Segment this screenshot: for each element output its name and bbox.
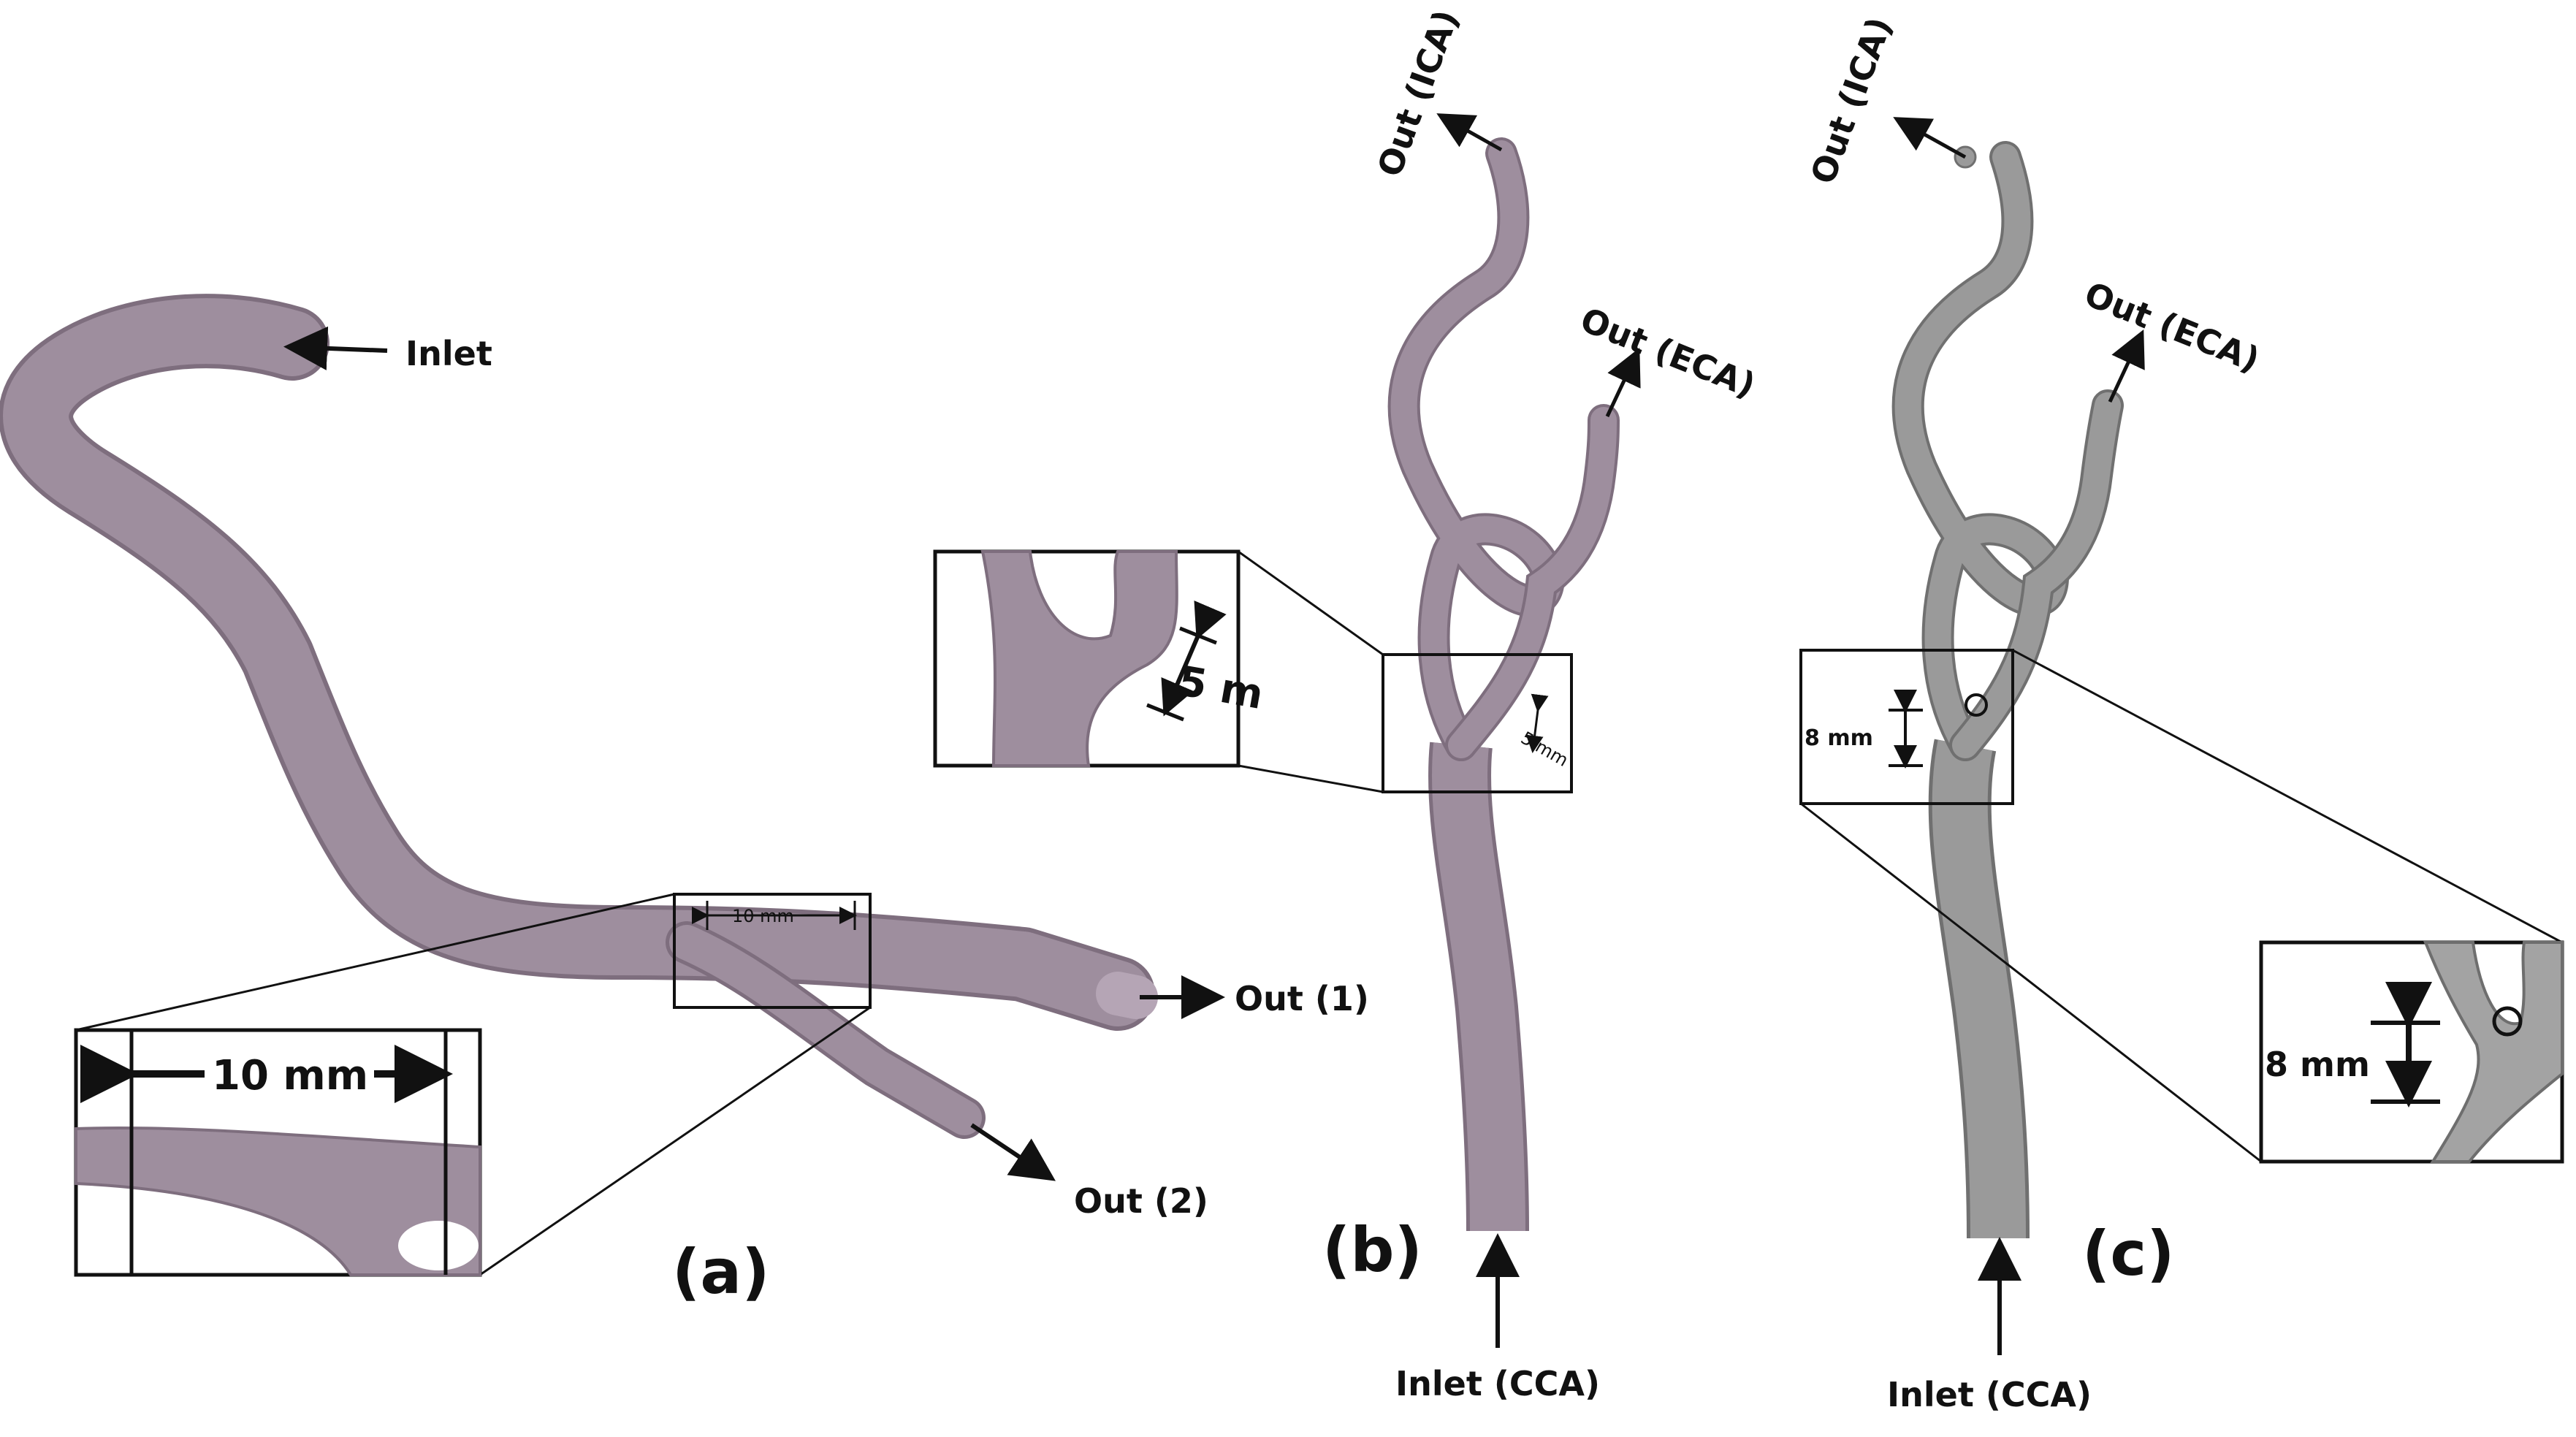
arrow-ica-c [1893, 117, 1967, 159]
panel-c: 8 mm 8 mm Out (ICA) Out (ECA) Inlet (CCA… [1799, 12, 2564, 1414]
dim-label-c-inset: 8 mm [2265, 1045, 2370, 1084]
arrow-eca-b [1605, 347, 1641, 418]
zoom-line-a1 [75, 893, 675, 1032]
dim-label-a-small: 10 mm [732, 906, 794, 926]
zoom-box-b [1382, 653, 1573, 793]
panel-a: 10 mm 10 mm Inlet Out (1) Out (2) (a) [0, 294, 1369, 1308]
vessel-a [0, 294, 1158, 1139]
vessel-b [1387, 137, 1620, 1232]
label-inlet-a: Inlet [405, 334, 492, 373]
zoom-line-a2 [479, 1006, 871, 1276]
zoom-line-c2 [1800, 802, 2262, 1163]
dim-line-b-small [1525, 693, 1549, 753]
arrow-inlet-a [283, 326, 388, 370]
label-ica-b: Out (ICA) [1370, 4, 1466, 181]
dim-label-a-inset: 10 mm [212, 1052, 368, 1099]
panel-label-a: (a) [672, 1236, 769, 1308]
zoom-box-c [1799, 649, 2014, 805]
panel-label-c: (c) [2082, 1218, 2175, 1289]
label-eca-c: Out (ECA) [2079, 274, 2266, 380]
inset-b: 5 m [933, 549, 1267, 768]
arrow-out2-a [970, 1123, 1056, 1181]
panel-b: 5 mm 5 m Out (ICA) Out (ECA) Inlet (CCA)… [933, 4, 1761, 1403]
zoom-line-b1 [1238, 550, 1384, 656]
arrow-eca-c [2108, 329, 2145, 403]
arrow-ica-b [1436, 113, 1503, 152]
dim-label-c-small: 8 mm [1805, 725, 1873, 751]
inset-a: 10 mm [74, 1028, 482, 1277]
dim-label-b-small: 5 mm [1517, 728, 1571, 771]
zoom-line-b2 [1238, 764, 1384, 793]
label-ica-c: Out (ICA) [1803, 12, 1899, 188]
label-out1-a: Out (1) [1235, 979, 1369, 1018]
label-inlet-b: Inlet (CCA) [1395, 1364, 1600, 1403]
label-inlet-c: Inlet (CCA) [1887, 1375, 2092, 1414]
panel-label-b: (b) [1322, 1214, 1422, 1286]
label-out2-a: Out (2) [1074, 1181, 1208, 1221]
inset-c: 8 mm [2259, 940, 2564, 1164]
zoom-line-c1 [2012, 649, 2563, 944]
vessel-c [1891, 141, 2124, 1239]
label-eca-b: Out (ECA) [1575, 300, 1761, 405]
zoom-box-a [673, 893, 872, 1009]
